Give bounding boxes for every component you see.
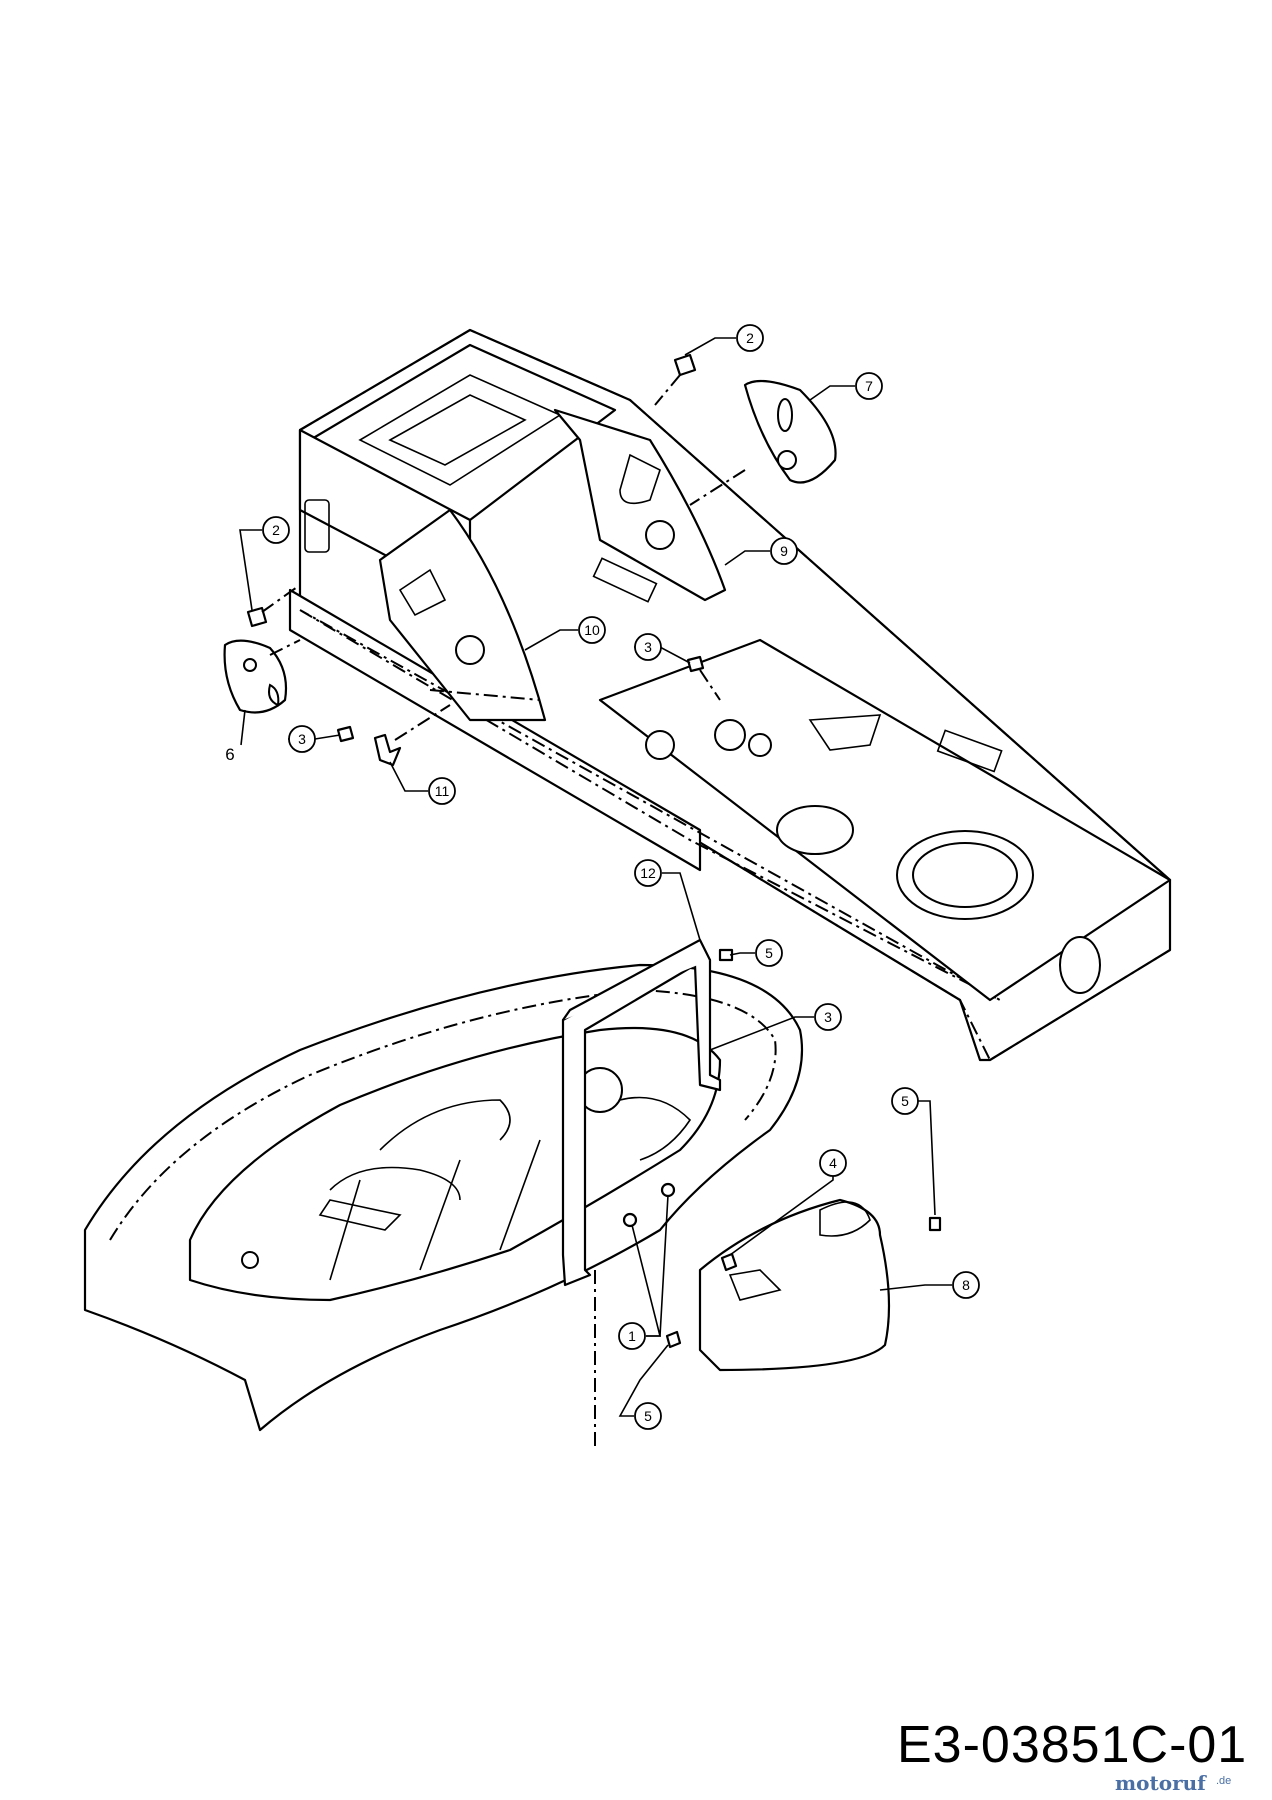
callout-12: 12: [634, 859, 662, 887]
callout-5-bottom: 5: [634, 1402, 662, 1430]
callout-10: 10: [578, 616, 606, 644]
callout-3-left: 3: [288, 725, 316, 753]
callout-4: 4: [819, 1149, 847, 1177]
bolt-part-2-top: [654, 353, 697, 406]
svg-text:2: 2: [746, 330, 754, 346]
svg-text:3: 3: [298, 731, 306, 747]
bracket-part-7: [689, 379, 837, 506]
svg-text:10: 10: [584, 622, 600, 638]
callout-2-top: 2: [736, 324, 764, 352]
callout-1: 1: [618, 1322, 646, 1350]
watermark-suffix: .de: [1216, 1775, 1232, 1787]
svg-text:1: 1: [628, 1328, 636, 1344]
callout-3-handle: 3: [814, 1003, 842, 1031]
svg-text:4: 4: [829, 1155, 837, 1171]
callout-5-handle: 5: [755, 939, 783, 967]
bolt-part-2-left: [246, 584, 301, 628]
svg-text:8: 8: [962, 1277, 970, 1293]
bolt-part-4: [720, 1252, 738, 1272]
mower-deck: [83, 963, 804, 1432]
svg-text:3: 3: [824, 1009, 832, 1025]
drawing-code: E3-03851C-01: [897, 1716, 1248, 1774]
svg-text:7: 7: [865, 378, 873, 394]
svg-text:5: 5: [901, 1093, 909, 1109]
screw-part-3-middle: [686, 655, 721, 701]
pins-part-1: [622, 1182, 676, 1228]
svg-text:12: 12: [640, 865, 656, 881]
callout-2-left: 2: [262, 516, 290, 544]
callout-11: 11: [428, 777, 456, 805]
callout-7: 7: [855, 372, 883, 400]
watermark-logo: motoruf: [1115, 1771, 1206, 1795]
discharge-chute-part-8: [698, 1198, 891, 1372]
nut-part-5-right: [928, 1216, 942, 1232]
label-6: 6: [225, 745, 234, 764]
nut-part-5-bottom: [665, 1330, 682, 1349]
callout-9: 9: [770, 537, 798, 565]
svg-text:3: 3: [644, 639, 652, 655]
svg-text:5: 5: [644, 1408, 652, 1424]
svg-text:2: 2: [272, 522, 280, 538]
bracket-part-6: [223, 639, 301, 714]
screw-part-3-left: [336, 725, 355, 743]
svg-text:11: 11: [435, 783, 450, 799]
svg-text:9: 9: [780, 543, 788, 559]
handle-part-12: [561, 938, 722, 1287]
svg-text:5: 5: [765, 945, 773, 961]
callout-8: 8: [952, 1271, 980, 1299]
clip-part-11: [373, 704, 451, 767]
frame-assembly: [288, 328, 1172, 1062]
callout-5-right: 5: [891, 1087, 919, 1115]
callout-3-middle: 3: [634, 633, 662, 661]
